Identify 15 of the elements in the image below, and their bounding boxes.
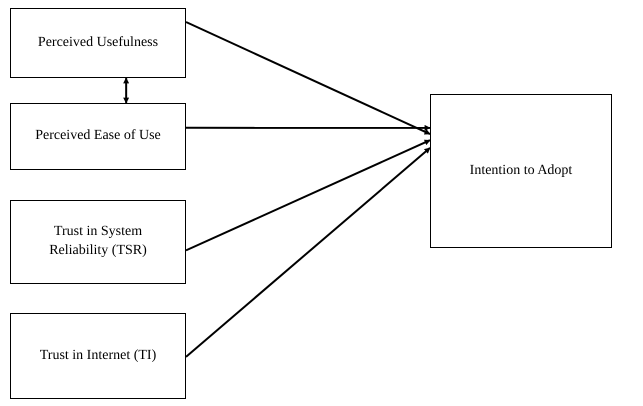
concept-box: [10, 200, 186, 284]
concept-box: [10, 313, 186, 399]
arrow: [185, 147, 431, 358]
arrow: [186, 21, 431, 135]
arrow: [186, 124, 431, 131]
arrow: [123, 77, 130, 104]
concept-label: Perceived Ease of Use: [35, 127, 161, 146]
concept-label: Trust in Internet (TI): [40, 346, 156, 365]
concept-label: Trust in System Reliability (TSR): [48, 223, 148, 260]
concept-label: Perceived Usefulness: [38, 34, 158, 52]
concept-box: [10, 103, 186, 170]
concept-box: [430, 94, 612, 248]
concept-box: [10, 8, 186, 78]
concept-label: Intention to Adopt: [470, 162, 572, 180]
arrow: [186, 139, 431, 252]
